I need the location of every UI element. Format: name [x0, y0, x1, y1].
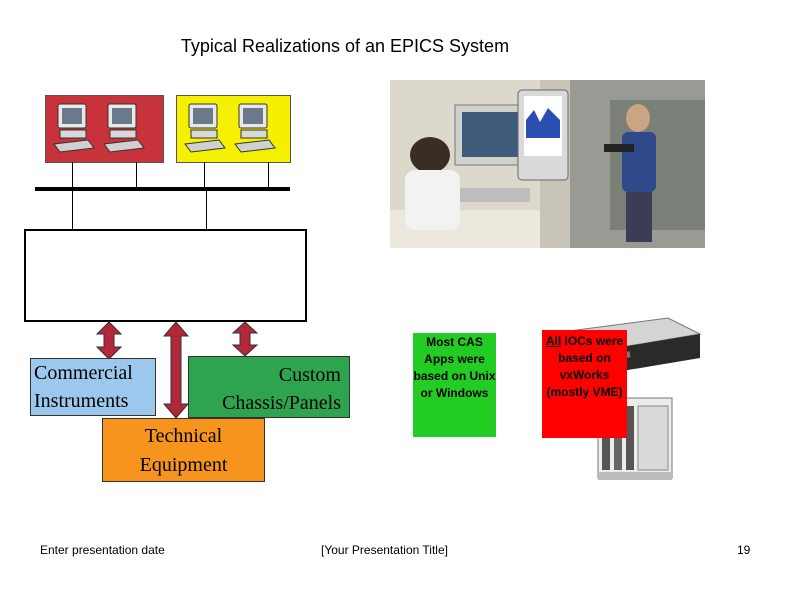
bus-connector	[268, 162, 269, 187]
technical-line1: Technical	[144, 425, 223, 447]
ioc-note-text: IOCs were based on vxWorks (mostly VME)	[546, 334, 624, 399]
double-arrow-icon	[231, 321, 259, 357]
footer-title: [Your Presentation Title]	[321, 543, 448, 557]
bus-connector	[136, 162, 137, 187]
technical-line2: Equipment	[139, 454, 228, 476]
workstation-icon	[53, 103, 95, 153]
control-room-photo	[390, 80, 705, 248]
ioc-connector	[206, 191, 207, 229]
commercial-line2: Instruments	[34, 390, 129, 412]
workstation-icon	[103, 103, 145, 153]
ioc-box	[24, 229, 307, 322]
footer-date: Enter presentation date	[40, 543, 165, 557]
custom-line2: Chassis/Panels	[222, 392, 341, 414]
bus-connector	[72, 162, 73, 187]
custom-chassis-box: Custom Chassis/Panels	[188, 356, 350, 418]
custom-line1: Custom	[278, 364, 341, 386]
ioc-connector	[72, 191, 73, 229]
operator-workstations-yellow	[176, 95, 291, 163]
workstation-icon	[234, 103, 276, 153]
technical-equipment-box: Technical Equipment	[102, 418, 265, 482]
network-bus	[35, 187, 290, 191]
ioc-note: All IOCs were based on vxWorks (mostly V…	[542, 330, 627, 438]
operator-workstations-red	[45, 95, 164, 163]
commercial-line1: Commercial	[34, 362, 133, 384]
bus-connector	[204, 162, 205, 187]
commercial-instruments-box: Commercial Instruments	[30, 358, 156, 416]
double-arrow-icon	[95, 321, 123, 360]
double-arrow-icon	[162, 321, 190, 419]
cas-apps-note: Most CAS Apps were based on Unix or Wind…	[413, 333, 496, 437]
ioc-note-emphasis: All	[545, 334, 562, 348]
slide-title: Typical Realizations of an EPICS System	[180, 36, 510, 56]
page-number: 19	[737, 543, 751, 557]
workstation-icon	[184, 103, 226, 153]
